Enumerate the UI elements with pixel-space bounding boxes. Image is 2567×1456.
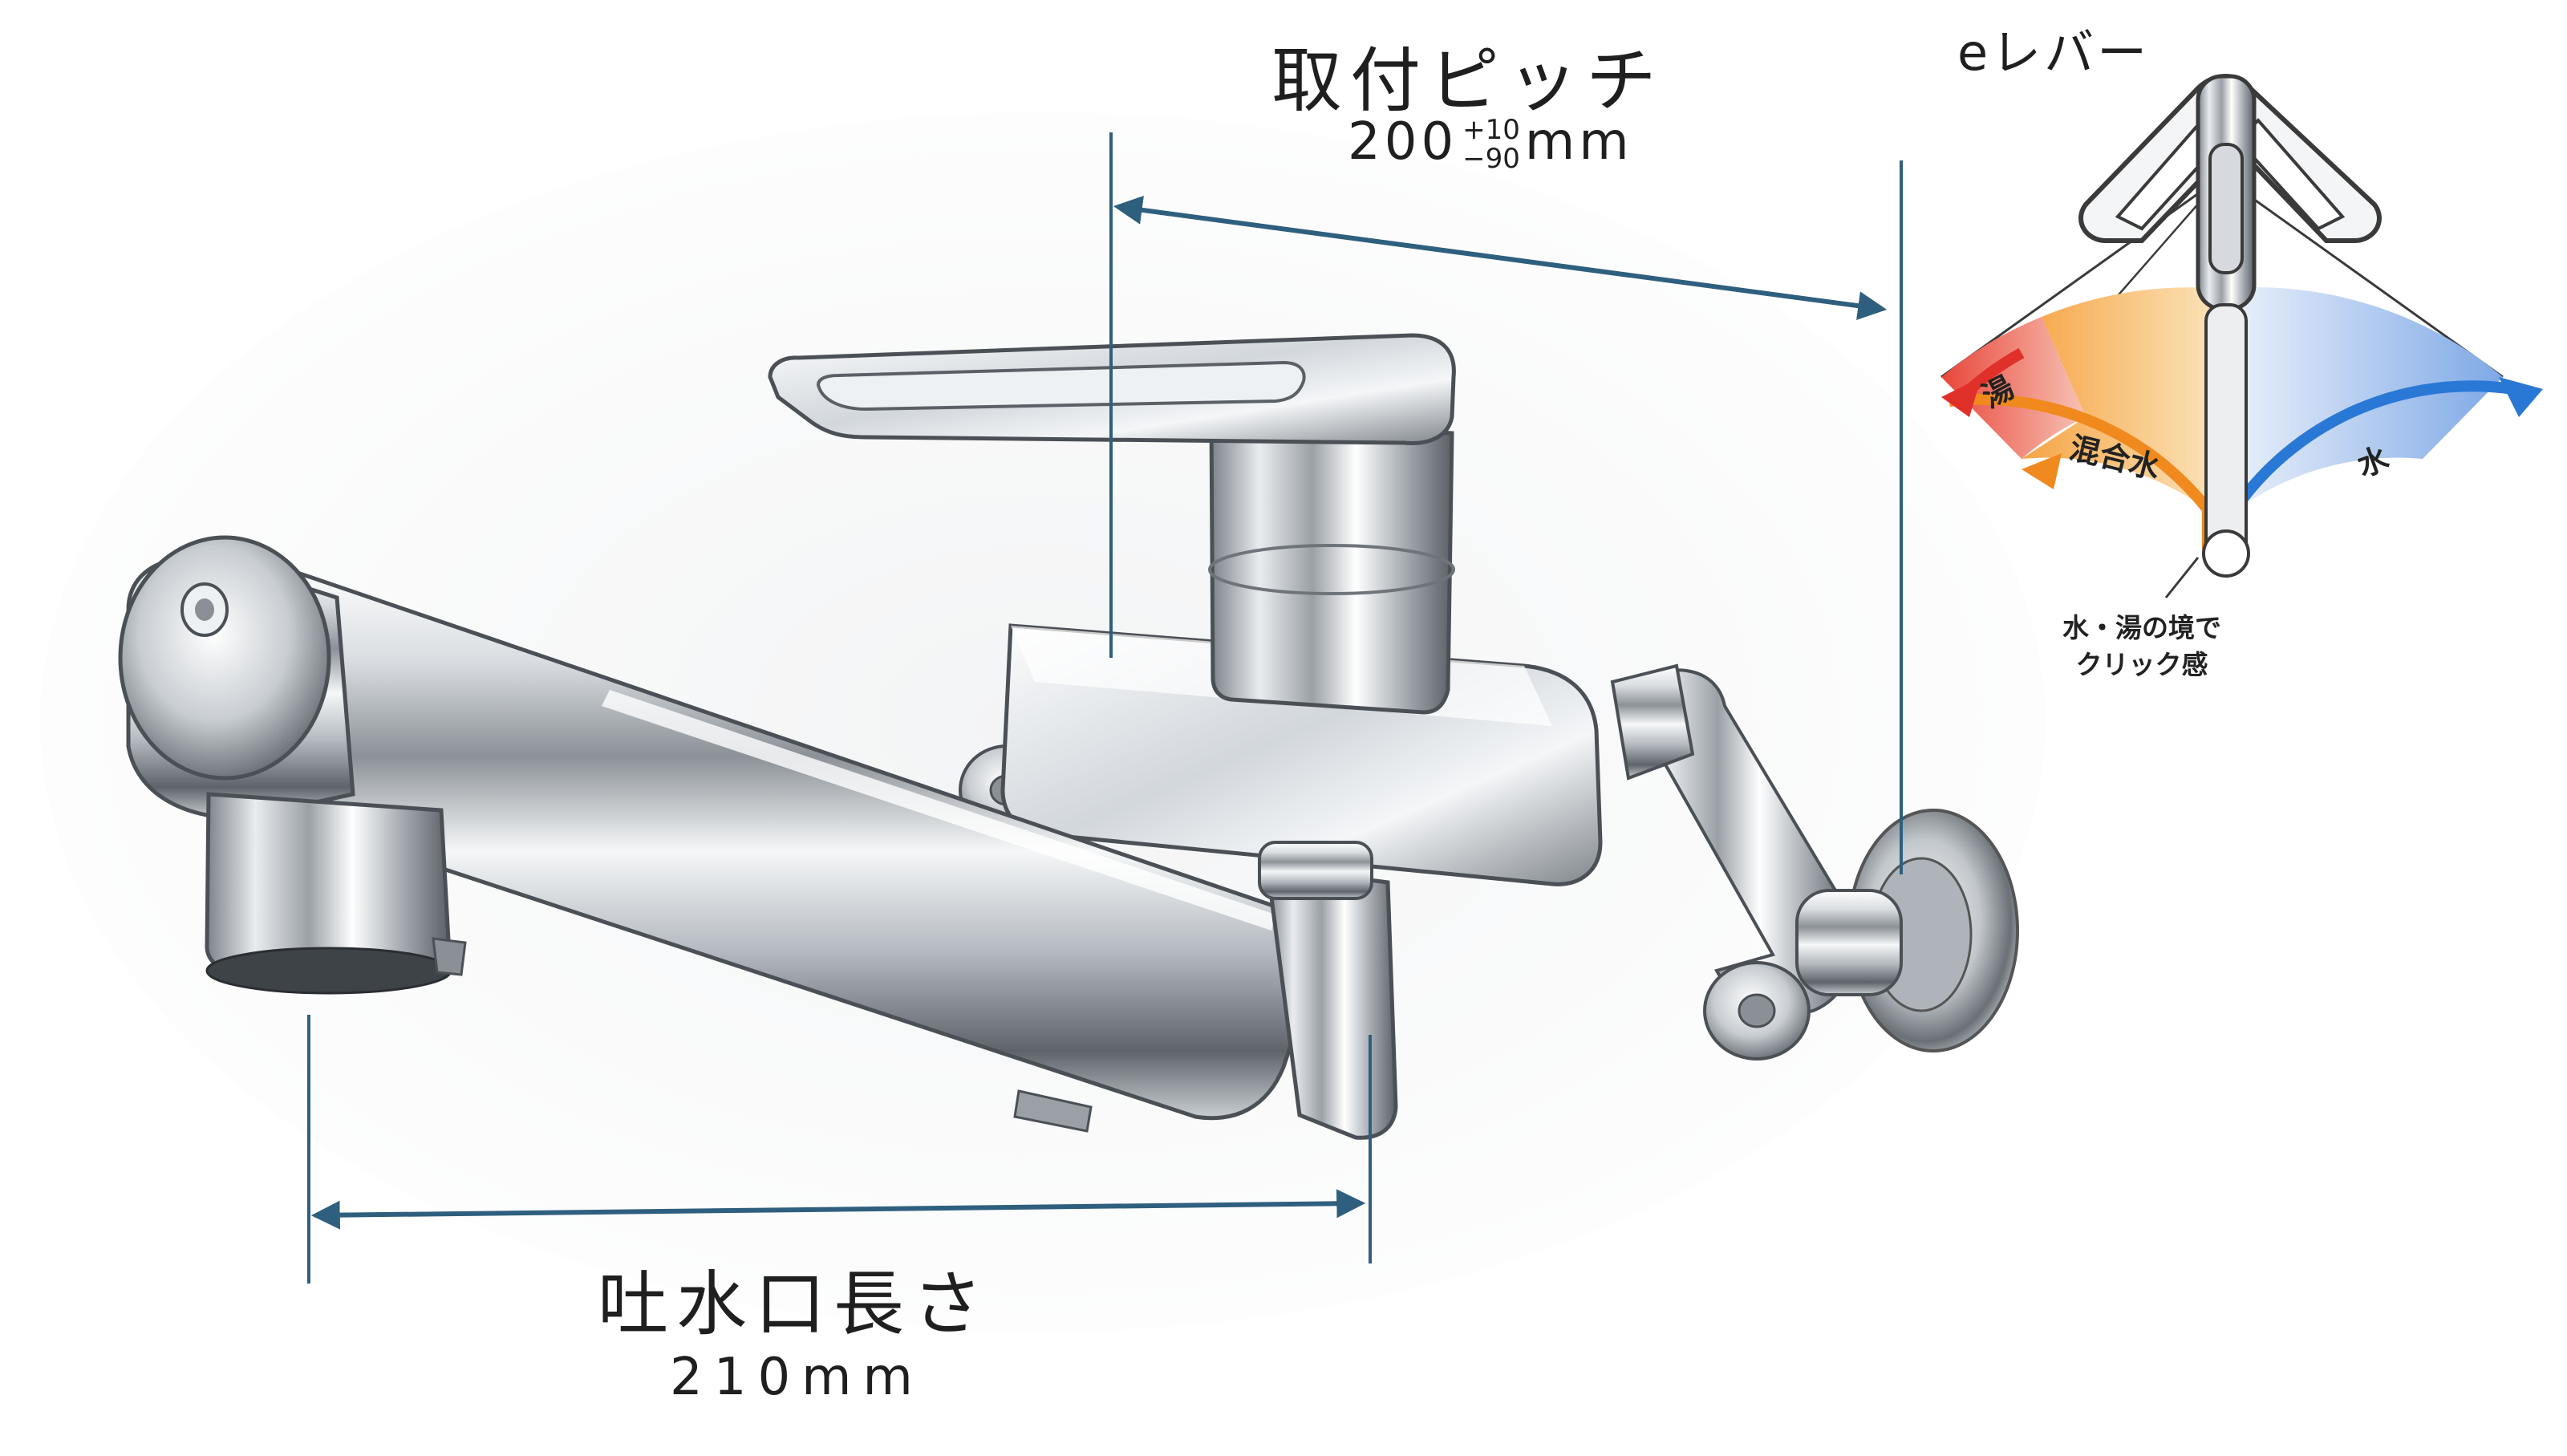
lever-stem: [1208, 415, 1455, 715]
mounting-pitch-unit: mm: [1524, 112, 1633, 172]
mounting-pitch-tolerance: +10−90: [1462, 116, 1520, 173]
spout-length-value: 210mm: [670, 1348, 924, 1407]
tolerance-upper: +10: [1462, 114, 1520, 147]
spout-length-title: 吐水口長さ: [598, 1263, 992, 1345]
mixed-band: [2022, 287, 2222, 521]
click-feel-note-line2: クリック感: [2075, 649, 2208, 680]
click-feel-note-line1: 水・湯の境で: [2062, 612, 2221, 643]
click-feel-note: 水・湯の境で クリック感: [2022, 610, 2262, 683]
spout-dimension-arrow: [310, 1189, 1366, 1230]
pitch-dimension-arrow: [1113, 195, 1888, 321]
mounting-pitch-title: 取付ピッチ: [1271, 39, 1665, 122]
e-lever-diagram: [1940, 74, 2543, 598]
dimension-lines: [307, 132, 1903, 1284]
wall-connection: [1610, 663, 2019, 1061]
mounting-pitch-number: 200: [1348, 112, 1458, 172]
tolerance-lower: −90: [1462, 143, 1520, 176]
spout-head: [118, 535, 467, 995]
spout: [214, 558, 1398, 1140]
e-lever-title: eレバー: [1957, 23, 2151, 82]
hot-band: [1941, 317, 2086, 459]
